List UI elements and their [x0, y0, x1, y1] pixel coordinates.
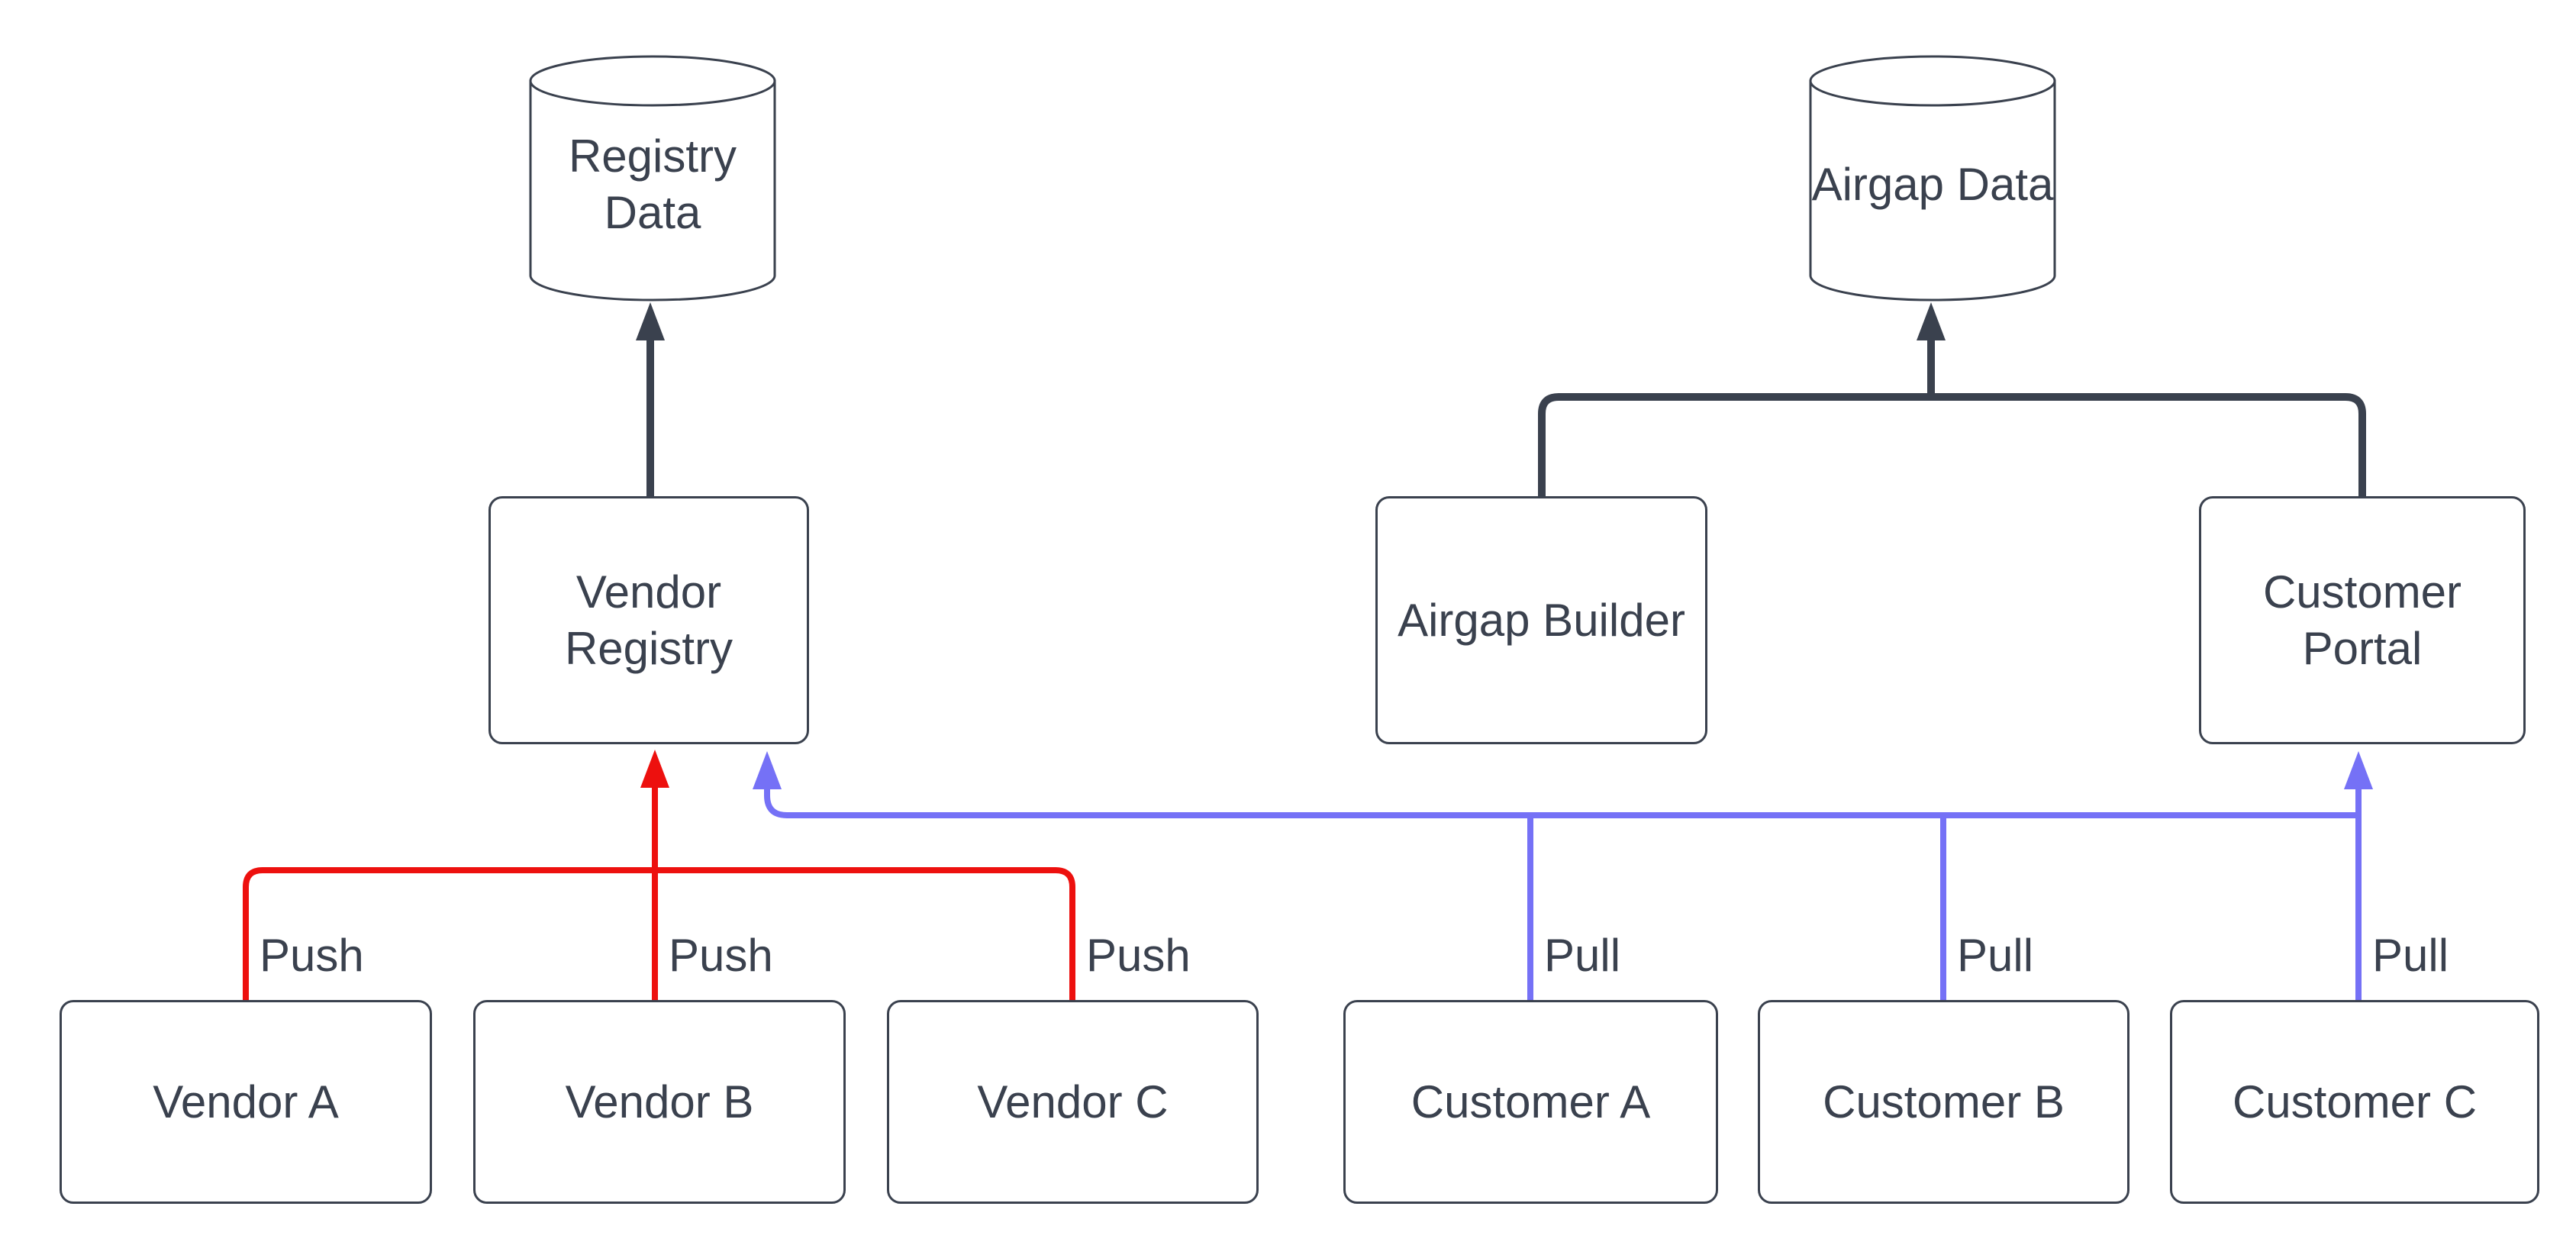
pull-edge-lines	[764, 788, 2362, 1000]
vendor-b-label: Vendor B	[565, 1076, 754, 1127]
edge-label-pull-customer-b: Pull	[1957, 930, 2034, 981]
node-vendor-registry: Vendor Registry	[488, 496, 809, 744]
node-vendor-c: Vendor C	[887, 1000, 1259, 1204]
edge-airgap-builder-customer-portal-branch	[1538, 393, 2366, 496]
edge-label-push-vendor-c: Push	[1086, 930, 1191, 981]
customer-a-label: Customer A	[1411, 1076, 1651, 1127]
vendor-registry-label: Vendor Registry	[564, 566, 733, 674]
node-registry-data-label-box: Registry Data	[530, 128, 775, 241]
arrowhead-into-registry-data	[636, 302, 665, 340]
arrowhead-into-airgap-data	[1917, 302, 1946, 340]
node-airgap-builder: Airgap Builder	[1375, 496, 1707, 744]
edge-label-push-vendor-b: Push	[669, 930, 773, 981]
customer-portal-label: Customer Portal	[2262, 566, 2462, 674]
push-edge-arrowheads	[640, 750, 669, 788]
airgap-builder-label: Airgap Builder	[1398, 594, 1685, 646]
pull-edge-arrowheads	[753, 751, 2373, 789]
node-customer-a: Customer A	[1343, 1000, 1718, 1204]
node-customer-portal: Customer Portal	[2199, 496, 2526, 744]
push-bus-line	[243, 867, 1075, 1000]
vendor-c-label: Vendor C	[977, 1076, 1169, 1127]
pull-bus-line	[764, 788, 2358, 818]
airgap-data-cylinder-body	[1809, 79, 2056, 302]
edge-label-push-vendor-a: Push	[260, 930, 364, 981]
node-vendor-a: Vendor A	[60, 1000, 432, 1204]
customer-c-label: Customer C	[2232, 1076, 2478, 1127]
node-airgap-data-label-box: Airgap Data	[1810, 128, 2055, 241]
arrowhead-push-into-vendor-registry	[640, 750, 669, 788]
airgap-data-label: Airgap Data	[1811, 159, 2054, 210]
registry-data-cylinder-top	[529, 55, 776, 107]
registry-data-cylinder-body	[529, 79, 776, 302]
customer-b-label: Customer B	[1823, 1076, 2065, 1127]
airgap-data-cylinder-top	[1809, 55, 2056, 107]
vendor-a-label: Vendor A	[153, 1076, 339, 1127]
node-vendor-b: Vendor B	[473, 1000, 846, 1204]
dark-edge-arrowheads	[636, 302, 1946, 340]
registry-data-label: Registry Data	[568, 131, 737, 238]
edge-label-pull-customer-a: Pull	[1544, 930, 1621, 981]
arrowhead-pull-into-customer-portal	[2344, 751, 2373, 789]
node-customer-b: Customer B	[1758, 1000, 2129, 1204]
node-customer-c: Customer C	[2170, 1000, 2539, 1204]
arrowhead-pull-into-vendor-registry	[753, 751, 782, 789]
cylinder-shapes	[529, 55, 2056, 302]
push-edge-lines	[243, 786, 1075, 1000]
dark-edge-lines	[646, 336, 2366, 496]
edge-label-pull-customer-c: Pull	[2372, 930, 2449, 981]
